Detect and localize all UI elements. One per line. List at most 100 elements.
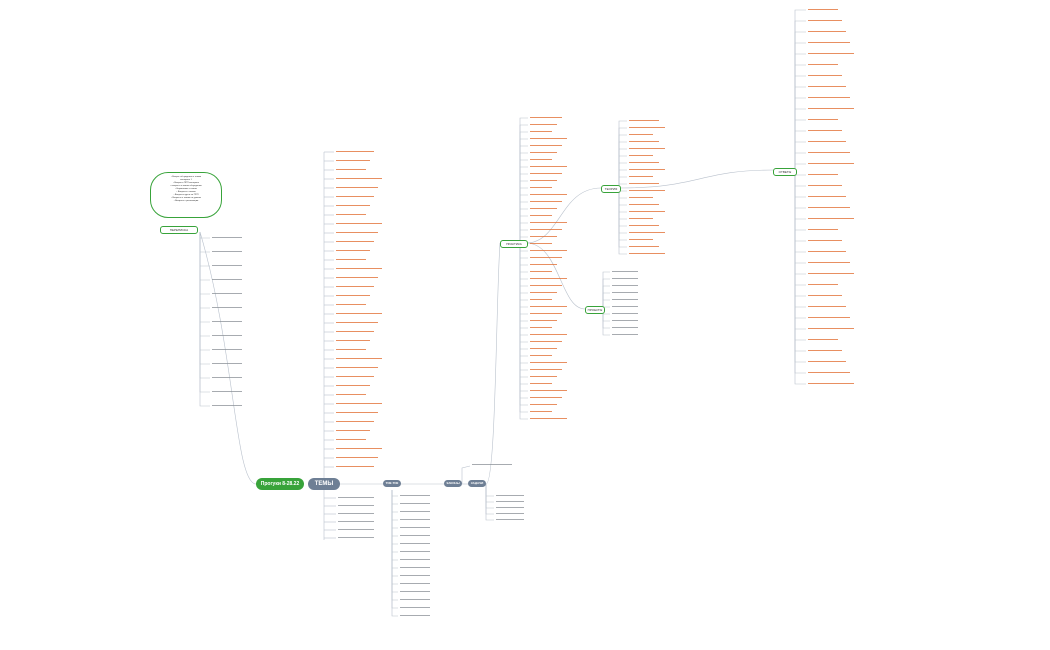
branch-label-mark bbox=[212, 391, 242, 393]
branch-label-mark bbox=[336, 349, 366, 351]
theory-link bbox=[525, 187, 602, 244]
answers-branch bbox=[794, 170, 806, 385]
branch-label-mark bbox=[629, 176, 653, 178]
branch-label-mark bbox=[808, 306, 846, 308]
task-branch bbox=[485, 484, 494, 515]
branch-label-mark bbox=[336, 322, 378, 324]
branch-label-mark bbox=[530, 159, 552, 161]
project-branch bbox=[602, 278, 610, 309]
branch-label-mark bbox=[808, 9, 838, 11]
tiktok-branch bbox=[391, 490, 398, 617]
branch-label-mark bbox=[629, 204, 659, 206]
category-tag[interactable]: ПЕРЕПИСКА bbox=[160, 226, 198, 234]
branch-label-mark bbox=[212, 307, 242, 309]
branch-label-mark bbox=[336, 457, 378, 459]
branch-label-mark bbox=[400, 567, 430, 569]
branch-label-mark bbox=[530, 285, 562, 287]
answers-branch bbox=[794, 31, 806, 170]
branch-label-mark bbox=[629, 155, 653, 157]
branch-label-mark bbox=[212, 279, 242, 281]
category-tag[interactable]: ПРАКТИКА bbox=[500, 240, 528, 248]
category-tag[interactable]: ОТВЕТЫ bbox=[773, 168, 797, 176]
branch-label-mark bbox=[629, 232, 665, 234]
branch-label-mark bbox=[212, 237, 242, 239]
branch-label-mark bbox=[808, 20, 842, 22]
topic-pill[interactable]: ТИК-ТОК bbox=[383, 480, 401, 487]
mid-branch bbox=[519, 117, 528, 243]
branch-label-mark bbox=[530, 362, 567, 364]
branch-label-mark bbox=[400, 575, 430, 577]
branch-label-mark bbox=[530, 341, 562, 343]
branch-label-mark bbox=[612, 327, 638, 329]
project-branch bbox=[602, 285, 610, 309]
branch-label-mark bbox=[336, 304, 366, 306]
answers-branch bbox=[794, 9, 806, 170]
branch-label-mark bbox=[338, 505, 374, 507]
branch-label-mark bbox=[530, 411, 552, 413]
theory-branch bbox=[618, 188, 627, 227]
theory-branch bbox=[618, 120, 627, 188]
branch-label-mark bbox=[400, 559, 430, 561]
branch-label-mark bbox=[629, 239, 653, 241]
answers-branch bbox=[794, 170, 806, 209]
left-branch bbox=[199, 232, 210, 337]
topic-pill[interactable]: ЗАДАЧИ bbox=[468, 480, 486, 487]
category-tag[interactable]: ТЕОРИЯ bbox=[601, 185, 621, 193]
mid-branch bbox=[519, 243, 528, 322]
answers-branch bbox=[794, 141, 806, 170]
branch-label-mark bbox=[530, 222, 567, 224]
mid-branch bbox=[519, 208, 528, 243]
branch-label-mark bbox=[336, 205, 370, 207]
branch-label-mark bbox=[212, 251, 242, 253]
branch-label-mark bbox=[808, 251, 846, 253]
branch-label-mark bbox=[808, 97, 850, 99]
tiktok-branch bbox=[391, 490, 398, 561]
branch-label-mark bbox=[808, 53, 854, 55]
branch-label-mark bbox=[808, 229, 838, 231]
branch-label-mark bbox=[629, 253, 665, 255]
branch-label-mark bbox=[212, 363, 242, 365]
root-node[interactable]: Прогуки 8-28.22 bbox=[256, 478, 304, 490]
branch-label-mark bbox=[336, 232, 378, 234]
category-tag[interactable]: ПРОЕКТЫ bbox=[585, 306, 605, 314]
answers-branch bbox=[794, 170, 806, 231]
branch-label-mark bbox=[808, 350, 842, 352]
answers-branch bbox=[794, 64, 806, 170]
project-branch bbox=[602, 271, 610, 309]
branch-label-mark bbox=[629, 134, 653, 136]
branch-label-mark bbox=[336, 151, 374, 153]
branch-label-mark bbox=[530, 355, 552, 357]
branch-label-mark bbox=[530, 397, 562, 399]
branch-label-mark bbox=[336, 259, 366, 261]
answers-branch bbox=[794, 170, 806, 330]
topic-pill[interactable]: ЗАКОНЫ bbox=[444, 480, 462, 487]
branch-label-mark bbox=[808, 207, 850, 209]
branch-label-mark bbox=[530, 194, 567, 196]
branch-label-mark bbox=[496, 501, 524, 503]
mid-branch bbox=[519, 243, 528, 287]
branch-label-mark bbox=[530, 292, 557, 294]
branch-label-mark bbox=[530, 390, 567, 392]
branch-label-mark bbox=[336, 295, 370, 297]
branch-label-mark bbox=[400, 503, 430, 505]
branch-label-mark bbox=[336, 277, 378, 279]
branch-label-mark bbox=[336, 286, 374, 288]
branch-label-mark bbox=[530, 313, 562, 315]
branch-label-mark bbox=[629, 197, 653, 199]
branch-label-mark bbox=[338, 529, 374, 531]
mid-branch bbox=[519, 243, 528, 413]
left-branch bbox=[199, 232, 210, 309]
tiktok-branch bbox=[391, 490, 398, 577]
bubble-line: • Нормативы к темам bbox=[175, 188, 197, 190]
branch-label-mark bbox=[530, 369, 562, 371]
branch-label-mark bbox=[530, 257, 562, 259]
task-branch bbox=[485, 484, 494, 521]
bubble-line: • Вопрос обсуждения к темам bbox=[170, 176, 202, 178]
answers-branch bbox=[794, 170, 806, 253]
branch-label-mark bbox=[808, 119, 838, 121]
main-topic-node[interactable]: ТЕМЫ bbox=[308, 478, 340, 490]
branch-label-mark bbox=[400, 495, 430, 497]
mid-branch bbox=[519, 180, 528, 243]
left-trunk bbox=[199, 231, 257, 485]
